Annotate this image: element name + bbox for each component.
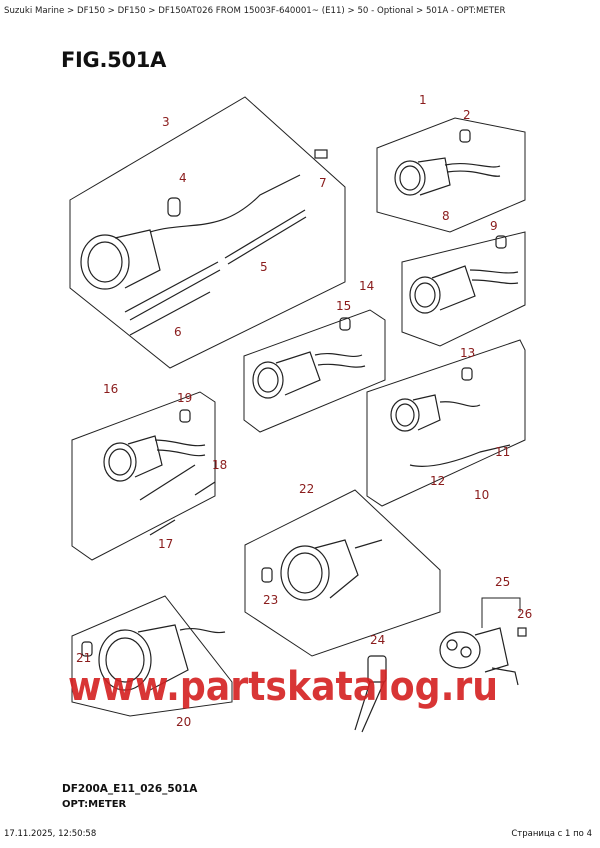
callout-7[interactable]: 7: [319, 176, 327, 190]
callout-3[interactable]: 3: [162, 115, 170, 129]
meter-3: [80, 149, 328, 336]
callouts: 1 2 3 4 5 6 7 8 9 10 11 12 13 14 15 16 1…: [76, 93, 532, 729]
callout-17[interactable]: 17: [158, 537, 173, 551]
page-info: Страница с 1 по 4: [511, 829, 592, 839]
outline-box-22: [244, 489, 441, 657]
callout-22[interactable]: 22: [299, 482, 314, 496]
callout-21[interactable]: 21: [76, 651, 91, 665]
callout-14[interactable]: 14: [359, 279, 374, 293]
breadcrumb: Suzuki Marine > DF150 > DF150 > DF150AT0…: [4, 6, 506, 16]
drawing-code: DF200A_E11_026_501A: [62, 783, 198, 795]
meter-1: [394, 129, 501, 196]
meter-16: [103, 409, 216, 536]
callout-9[interactable]: 9: [490, 219, 498, 233]
outline-box-8: [401, 231, 526, 347]
group-outlines: [69, 96, 526, 717]
callout-13[interactable]: 13: [460, 346, 475, 360]
meter-14: [252, 317, 366, 399]
outline-box-20: [71, 595, 233, 717]
callout-15[interactable]: 15: [336, 299, 351, 313]
callout-6[interactable]: 6: [174, 325, 182, 339]
callout-18[interactable]: 18: [212, 458, 227, 472]
callout-23[interactable]: 23: [263, 593, 278, 607]
callout-8[interactable]: 8: [442, 209, 450, 223]
outline-bracket-25: [481, 597, 521, 628]
callout-2[interactable]: 2: [463, 108, 471, 122]
timestamp: 17.11.2025, 12:50:58: [4, 829, 97, 839]
outline-box-1: [376, 117, 526, 233]
handle-24: [354, 655, 387, 733]
watermark: www.partskatalog.ru: [68, 664, 498, 710]
outline-box-14: [243, 309, 386, 433]
callout-5[interactable]: 5: [260, 260, 268, 274]
meter-22: [261, 539, 383, 601]
outline-box-10: [366, 339, 526, 507]
meter-10: [390, 367, 511, 467]
callout-12[interactable]: 12: [430, 474, 445, 488]
callout-24[interactable]: 24: [370, 633, 385, 647]
callout-16[interactable]: 16: [103, 382, 118, 396]
drawing-name: OPT:METER: [62, 799, 127, 810]
callout-1[interactable]: 1: [419, 93, 427, 107]
outline-box-3: [69, 96, 346, 369]
callout-26[interactable]: 26: [517, 607, 532, 621]
meter-20: [81, 624, 226, 691]
meter-drawings: [80, 129, 527, 733]
callout-10[interactable]: 10: [474, 488, 489, 502]
bracket-25: [439, 627, 527, 686]
callout-20[interactable]: 20: [176, 715, 191, 729]
meter-8: [409, 235, 519, 314]
callout-4[interactable]: 4: [179, 171, 187, 185]
callout-11[interactable]: 11: [495, 445, 510, 459]
figure-title: FIG.501A: [61, 48, 167, 72]
callout-25[interactable]: 25: [495, 575, 510, 589]
callout-19[interactable]: 19: [177, 391, 192, 405]
outline-box-16: [71, 391, 216, 561]
